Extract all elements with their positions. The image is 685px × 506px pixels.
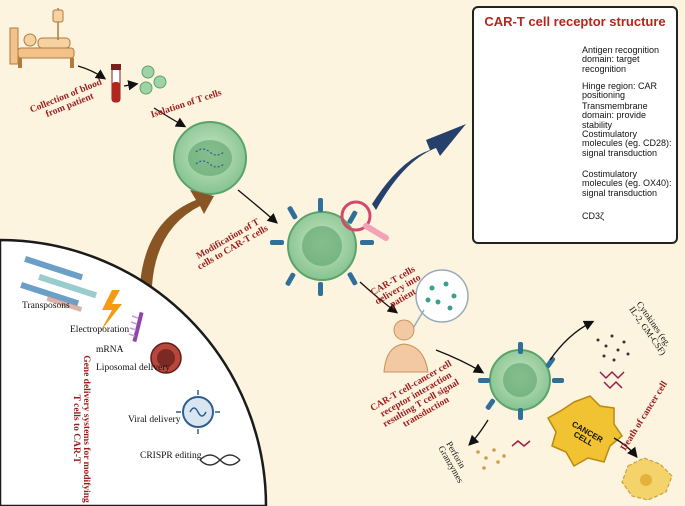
method-crispr: CRISPR editing	[140, 451, 202, 461]
patient-bed-icon	[9, 8, 75, 68]
brown-arrow	[140, 190, 214, 286]
blood-tube-icon	[111, 64, 121, 103]
patient-torso-icon	[383, 319, 429, 373]
method-viral: Viral delivery	[128, 415, 181, 425]
receptor-structure-box: CAR-T cell receptor structure Antigen re…	[472, 6, 678, 244]
method-liposomal: Liposomal delivery	[96, 363, 171, 373]
receptor-part-hinge: Hinge region: CAR positioning	[582, 81, 658, 101]
virus-icon	[176, 390, 220, 434]
navy-arrow	[372, 124, 466, 210]
method-electroporation: Electroporation	[70, 325, 130, 335]
electroporation-icon	[100, 290, 122, 332]
receptor-part-cd28: Costimulatory molecules (eg. CD28): sign…	[582, 129, 672, 158]
receptor-part-antigen: Antigen recognition domain: target recog…	[582, 45, 660, 74]
iv-bag-icon	[411, 269, 469, 331]
isolated-t-cells-icon	[139, 65, 167, 95]
gene-delivery-title: Gene delivery systems for modifying T ce…	[71, 355, 91, 503]
t-cell-modification-icon	[173, 121, 247, 195]
mrna-icon	[128, 311, 144, 343]
cancer-cell-icon	[546, 395, 623, 468]
receptor-part-transmembrane: Transmembrane domain: provide stability	[582, 101, 648, 130]
magnifier-icon	[340, 200, 389, 241]
receptor-part-cd3z: CD3ζ	[582, 211, 604, 221]
dead-cancer-cell-icon	[621, 457, 673, 501]
effector-t-cell-icon	[478, 342, 564, 420]
receptor-part-ox40: Costimulatory molecules (eg. OX40): sign…	[582, 169, 672, 198]
granzyme-dots	[476, 448, 506, 470]
receptor-title: CAR-T cell receptor structure	[484, 14, 666, 29]
cytokine-dots	[596, 334, 630, 362]
crispr-dna-icon	[199, 454, 241, 466]
method-transposons: Transposons	[22, 301, 70, 311]
transposon-icon	[20, 255, 98, 312]
liposome-icon	[150, 342, 182, 374]
car-t-cell-icon	[270, 198, 374, 296]
method-mrna: mRNA	[96, 345, 124, 355]
